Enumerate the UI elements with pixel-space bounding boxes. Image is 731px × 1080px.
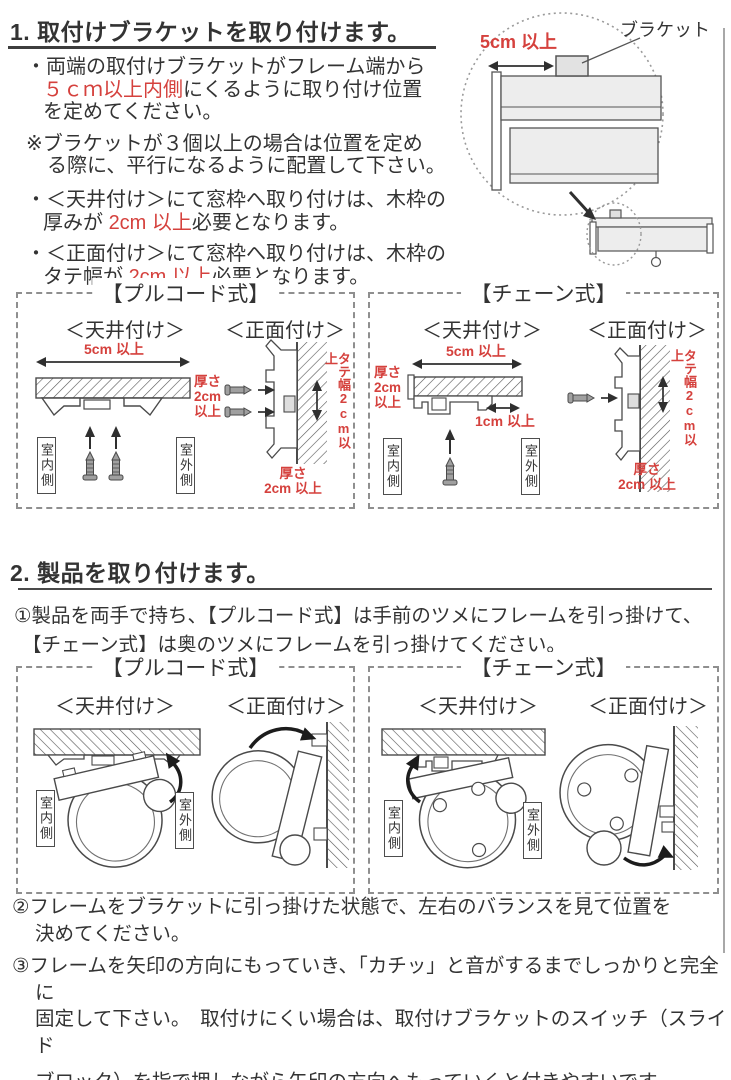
bullet-bracket-position: ・両端の取付けブラケットがフレーム端から ５ｃｍ以上内側にくるように取り付け位置… (26, 56, 452, 124)
5cm-min-label: 5cm 以上 (84, 341, 144, 357)
zoom-target-circle (586, 202, 642, 266)
tate-width-label: タテ幅2cm以上 (669, 349, 697, 446)
pullcord-box-title: 【プルコード式】 (91, 278, 280, 308)
text-run: ・両端の取付けブラケットがフレーム端から (26, 56, 426, 78)
chain-bracket-box: 【チェーン式】 ＜天井付け＞ ＜正面付け＞ (368, 278, 719, 509)
indoor-side-label: 室内側 (36, 790, 55, 847)
ceiling-mount-title: ＜天井付け＞ (422, 320, 542, 342)
front-mount-title: ＜正面付け＞ (587, 320, 707, 342)
overview-drawing (460, 12, 714, 268)
pullcord-bracket-drawing (35, 339, 327, 481)
thickness-2cm-label: 厚さ 2cm 以上 (374, 365, 402, 411)
screw (108, 450, 124, 481)
5cm-min-label: 5cm 以上 (446, 343, 506, 359)
chain-hanging-box: 【チェーン式】 ＜天井付け＞ ＜正面付け＞ (368, 652, 719, 894)
ceiling-mount-title: ＜天井付け＞ (55, 696, 175, 718)
screw (442, 456, 458, 486)
thickness-bottom-label: 厚さ 2cm 以上 (618, 462, 676, 493)
front-mount-title: ＜正面付け＞ (588, 696, 708, 718)
section2-steps: ②フレームをブラケットに引っ掛けた状態で、左右のバランスを見て位置を 決めてくだ… (12, 894, 728, 1080)
bullet-note-three-brackets: ※ブラケットが３個以上の場合は位置を定め る際に、平行になるように配置して下さい… (26, 133, 452, 178)
outdoor-side-label: 室外側 (176, 437, 195, 494)
indoor-side-label: 室内側 (37, 437, 56, 494)
text-run-red: 2cm 以上 (108, 211, 192, 234)
section1-underline (8, 46, 436, 49)
outdoor-side-label: 室外側 (175, 792, 194, 849)
section1-title: 1. 取付けブラケットを取り付けます。 (10, 19, 411, 45)
screw (224, 406, 253, 418)
blind-body (559, 743, 670, 857)
indoor-side-label: 室内側 (384, 800, 403, 857)
bracket-leader-line (581, 37, 641, 64)
step-2: ②フレームをブラケットに引っ掛けた状態で、左右のバランスを見て位置を 決めてくだ… (12, 896, 672, 945)
chain-bracket-drawing (407, 345, 670, 492)
thickness-2cm-label: 厚さ 2cm 以上 (194, 374, 222, 420)
pullcord-hanging-box: 【プルコード式】 ＜天井付け＞ ＜正面付け＞ (16, 652, 355, 894)
outdoor-side-label: 室外側 (521, 438, 540, 495)
tate-width-label: タテ幅2cm以上 (323, 352, 351, 449)
text-run-red: ５ｃｍ以上内側 (43, 78, 183, 101)
section1-bullets: ・両端の取付けブラケットがフレーム端から ５ｃｍ以上内側にくるように取り付け位置… (26, 56, 452, 297)
text-run: ・＜天井付け＞にて窓枠へ取り付けは、木枠の 厚みが (26, 188, 446, 234)
chain-box-title: 【チェーン式】 (460, 652, 627, 682)
text-run: ※ブラケットが３個以上の場合は位置を定め る際に、平行になるように配置して下さい… (26, 132, 446, 178)
section2-underline (18, 588, 712, 590)
screw (567, 392, 596, 404)
text-run: 必要となります。 (191, 211, 350, 234)
step-3a: ③フレームを矢印の方向にもっていき、「カチッ」と音がするまでしっかりと完全に 固… (12, 955, 727, 1057)
1cm-min-label: 1cm 以上 (475, 413, 535, 429)
step-3b: ブロック）を指で押しながら矢印の方向へもっていくと付きやすいです。 (12, 1069, 728, 1080)
blind-body (211, 750, 323, 863)
section2-title: 2. 製品を取り付けます。 (10, 560, 270, 586)
pull-knob (650, 256, 662, 268)
pullcord-bracket-box: 【プルコード式】 ＜天井付け＞ ＜正面付け＞ (16, 278, 355, 509)
page-scan-edge (723, 28, 725, 953)
blind-body (53, 751, 177, 868)
screw (224, 384, 253, 396)
indoor-side-label: 室内側 (383, 438, 402, 495)
bracket-position-overview-diagram: 5cm 以上 ブラケット (444, 8, 729, 286)
ceiling-mount-title: ＜天井付け＞ (418, 696, 538, 718)
pullcord-hanging-drawing (33, 722, 349, 868)
screw (82, 450, 98, 481)
thickness-bottom-label: 厚さ 2cm 以上 (264, 466, 322, 497)
chain-hanging-drawing (381, 726, 698, 870)
front-mount-title: ＜正面付け＞ (226, 696, 346, 718)
outdoor-side-label: 室外側 (523, 802, 542, 859)
bracket-shape (555, 55, 589, 77)
front-mount-title: ＜正面付け＞ (225, 320, 345, 342)
text-run: にくるように取り付け位置 を定めてください。 (43, 78, 423, 124)
bullet-ceiling-thickness: ・＜天井付け＞にて窓枠へ取り付けは、木枠の 厚みが 2cm 以上必要となります。 (26, 189, 452, 234)
overview-bracket-label: ブラケット (620, 20, 710, 40)
overview-5cm-label: 5cm 以上 (480, 32, 558, 52)
ceiling-mount-title: ＜天井付け＞ (65, 320, 185, 342)
step-1: ①製品を両手で持ち、【プルコード式】は手前のツメにフレームを引っ掛けて、 【チェ… (14, 605, 703, 657)
blind-body (407, 757, 527, 869)
chain-box-title: 【チェーン式】 (460, 278, 627, 308)
pullcord-box-title: 【プルコード式】 (91, 652, 280, 682)
